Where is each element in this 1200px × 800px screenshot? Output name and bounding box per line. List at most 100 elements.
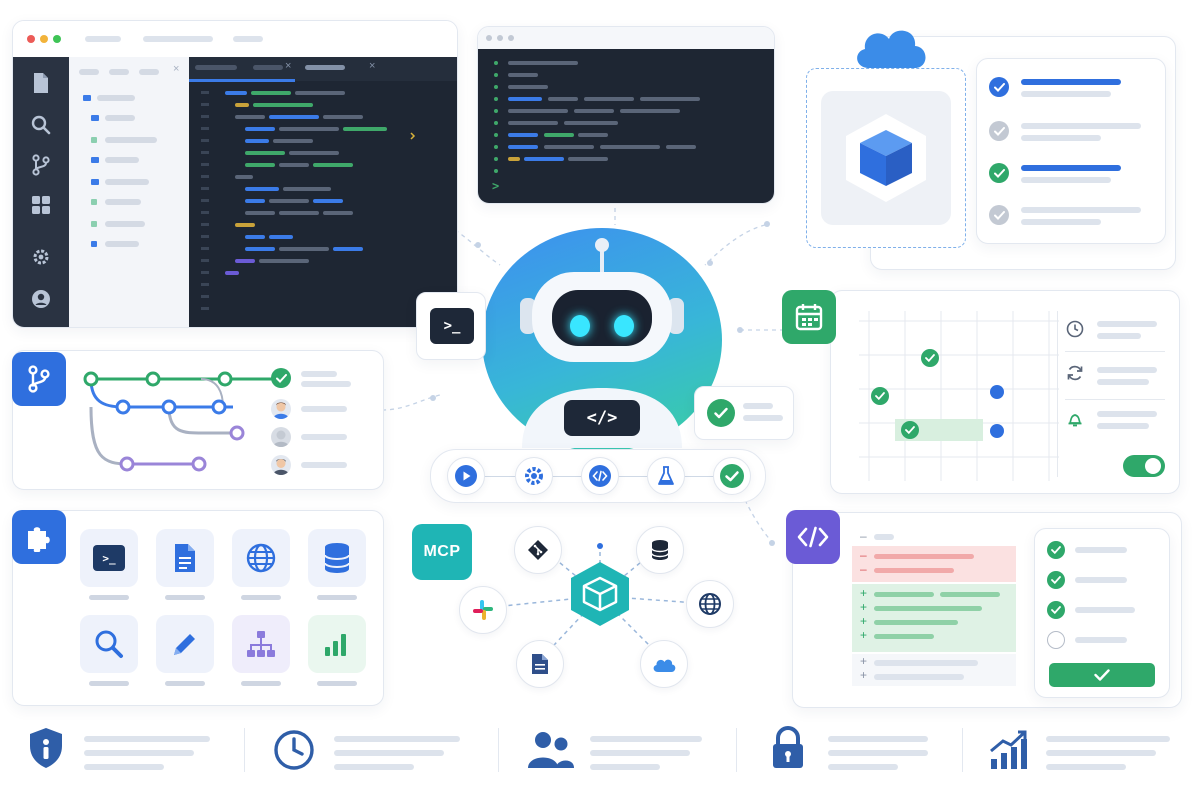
terminal-output (494, 61, 700, 173)
cloud-icon[interactable] (640, 640, 688, 688)
package-tile (821, 91, 951, 225)
check-icon[interactable] (713, 457, 751, 495)
gear-icon[interactable] (515, 457, 553, 495)
minimize-dot[interactable] (40, 35, 48, 43)
document-icon[interactable] (516, 640, 564, 688)
check-icon (1094, 669, 1110, 681)
git-branch-icon[interactable] (29, 153, 53, 177)
globe-icon[interactable] (686, 580, 734, 628)
status-bubble (694, 386, 794, 440)
git-graph (83, 371, 279, 472)
extensions-icon[interactable] (29, 193, 53, 217)
tab-1[interactable] (195, 65, 237, 70)
database-icon[interactable] (308, 529, 366, 587)
growth-chart-icon (986, 728, 1030, 772)
code-icon[interactable] (581, 457, 619, 495)
check-done-icon[interactable] (921, 349, 939, 367)
terminal-window: > (477, 26, 775, 204)
terminal-body[interactable]: > (478, 49, 774, 203)
search-icon[interactable] (80, 615, 138, 673)
artifact-dropzone[interactable] (806, 68, 966, 248)
check-done-icon[interactable] (989, 163, 1009, 183)
terminal-bubble[interactable]: >_ (416, 292, 486, 360)
check-icon (707, 399, 735, 427)
document-icon[interactable] (156, 529, 214, 587)
approve-button[interactable] (1049, 663, 1155, 687)
pencil-icon[interactable] (156, 615, 214, 673)
git-icon[interactable] (514, 526, 562, 574)
event-dot[interactable] (990, 385, 1004, 399)
refresh-icon[interactable] (1065, 363, 1085, 383)
maximize-dot[interactable] (53, 35, 61, 43)
clock-icon (272, 728, 316, 772)
agent-robot: </> (482, 228, 722, 458)
terminal-icon: >_ (430, 308, 474, 344)
checklist-card (976, 58, 1166, 244)
code-lines (201, 91, 416, 310)
footer-features (0, 718, 1200, 782)
file-icon[interactable] (29, 71, 53, 95)
editor-window: × × × (12, 20, 458, 328)
folder-icon (83, 95, 91, 101)
code-editor[interactable]: × × (189, 57, 457, 327)
terminal-glyph: >_ (443, 318, 461, 334)
terminal-title-bar (478, 27, 774, 50)
folder-icon (91, 157, 99, 163)
calendar-badge (782, 290, 836, 344)
robot-left-eye (570, 315, 590, 337)
code-badge (786, 510, 840, 564)
event-dot[interactable] (990, 424, 1004, 438)
tools-panel: >_ (12, 510, 384, 706)
cloud-icon (851, 20, 931, 70)
bar-chart-icon[interactable] (308, 615, 366, 673)
pipeline-bar (430, 449, 766, 503)
check-done-icon[interactable] (1047, 571, 1065, 589)
check-pending-icon[interactable] (989, 205, 1009, 225)
mcp-hub-cube[interactable] (566, 560, 634, 628)
folder-icon (91, 115, 99, 121)
git-branch-badge (12, 352, 66, 406)
user-avatar (271, 427, 291, 447)
check-done-icon[interactable] (1047, 601, 1065, 619)
check-done-icon[interactable] (989, 77, 1009, 97)
check-done-icon[interactable] (1047, 541, 1065, 559)
activity-sidebar (13, 57, 69, 327)
account-icon[interactable] (29, 287, 53, 311)
editor-title-bar (13, 21, 457, 58)
search-icon[interactable] (29, 113, 53, 137)
review-checklist (1034, 528, 1170, 698)
bell-icon[interactable] (1065, 409, 1085, 429)
terminal-icon[interactable]: >_ (80, 529, 138, 587)
folder-icon (91, 179, 99, 185)
tab-active[interactable] (305, 65, 345, 70)
check-done-icon[interactable] (901, 421, 919, 439)
lock-icon (766, 726, 810, 770)
robot-right-eye (614, 315, 634, 337)
hierarchy-icon[interactable] (232, 615, 290, 673)
users-icon (526, 728, 576, 772)
clock-icon (1065, 319, 1085, 339)
check-icon (271, 368, 291, 388)
mcp-badge: MCP (412, 524, 472, 580)
play-icon[interactable] (447, 457, 485, 495)
diff-added: + + + + (852, 584, 1016, 652)
close-dot[interactable] (27, 35, 35, 43)
slack-icon[interactable] (459, 586, 507, 634)
check-pending-icon[interactable] (989, 121, 1009, 141)
robot-chest-code: </> (586, 408, 618, 428)
globe-icon[interactable] (232, 529, 290, 587)
database-icon[interactable] (636, 526, 684, 574)
settings-icon[interactable] (29, 245, 53, 269)
user-avatar (271, 455, 291, 475)
terminal-prompt: > (492, 179, 500, 193)
schedule-grid (859, 311, 1059, 481)
shield-icon (24, 726, 68, 770)
check-done-icon[interactable] (871, 387, 889, 405)
editor-tabs: × × (189, 57, 457, 82)
notification-toggle[interactable] (1123, 455, 1165, 477)
check-pending-icon[interactable] (1047, 631, 1065, 649)
diff-removed: – – (852, 546, 1016, 582)
flask-icon[interactable] (647, 457, 685, 495)
plugin-badge (12, 510, 66, 564)
